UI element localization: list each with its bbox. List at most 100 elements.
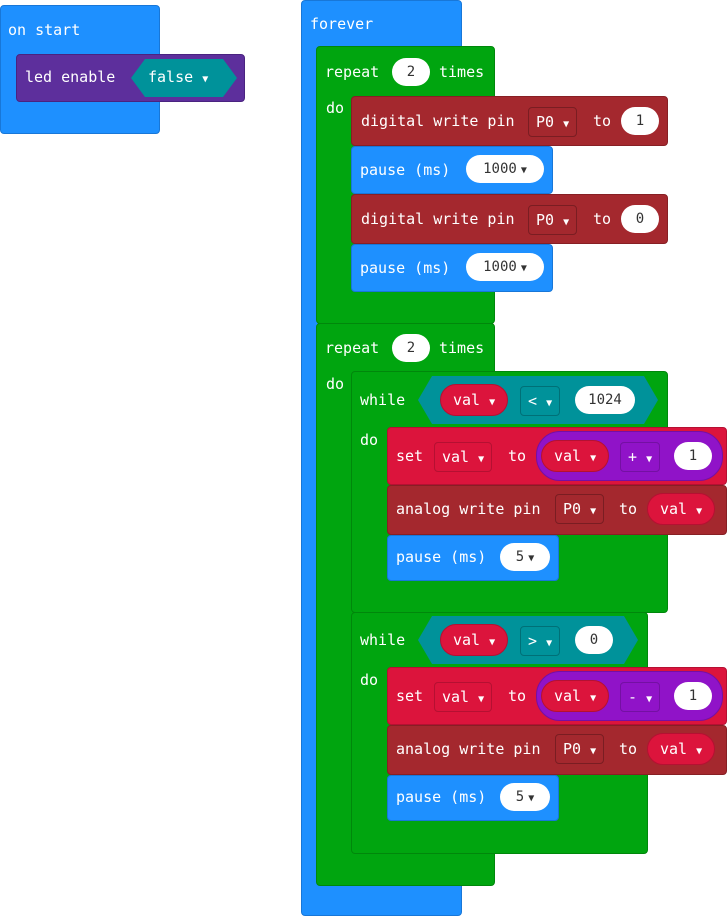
variable-value: val (660, 740, 688, 758)
caret-down-icon: ▼ (590, 453, 597, 464)
operator-value: < (528, 392, 538, 410)
math-operator-dropdown[interactable]: + ▼ (620, 442, 661, 472)
variable-dropdown[interactable]: val ▼ (434, 442, 493, 472)
math-operator-value: - (628, 688, 638, 706)
variable-value: val (453, 391, 481, 409)
variable-dropdown[interactable]: val ▼ (434, 682, 493, 712)
caret-down-icon: ▼ (489, 397, 496, 408)
pause-label: pause (ms) (360, 259, 451, 277)
digital-value: 1 (635, 113, 645, 129)
do-label: do (326, 375, 345, 393)
to-label: to (508, 447, 527, 465)
math-value: 1 (688, 688, 698, 704)
caret-down-icon: ▼ (590, 506, 597, 517)
variable-value: val (554, 687, 582, 705)
caret-down-icon: ▼ (646, 694, 653, 705)
repeat-count-value: 2 (406, 340, 416, 356)
while-label: while (360, 631, 406, 649)
caret-down-icon: ▼ (546, 398, 553, 409)
variable-value: val (442, 688, 470, 706)
to-label: to (619, 740, 638, 758)
to-label: to (619, 500, 638, 518)
pause-value: 1000 (483, 259, 517, 275)
caret-down-icon: ▼ (696, 506, 703, 517)
pin-dropdown[interactable]: P0 ▼ (555, 734, 605, 764)
led-enable-value-dropdown[interactable]: false ▼ (131, 59, 237, 97)
digital-write-label: digital write pin (361, 210, 515, 228)
led-enable-value: false (148, 68, 194, 86)
math-operator-dropdown[interactable]: - ▼ (620, 682, 661, 712)
variable-value: val (554, 447, 582, 465)
math-operator-value: + (628, 448, 638, 466)
caret-down-icon: ▼ (528, 793, 535, 804)
forever-label: forever (310, 15, 374, 33)
to-label: to (593, 210, 612, 228)
pin-value: P0 (563, 740, 582, 758)
caret-down-icon: ▼ (590, 746, 597, 757)
caret-down-icon: ▼ (478, 694, 485, 705)
caret-down-icon: ▼ (646, 454, 653, 465)
while-label: while (360, 391, 406, 409)
variable-dropdown[interactable]: val ▼ (440, 384, 509, 416)
times-label: times (439, 339, 485, 357)
repeat-label: repeat (325, 339, 380, 357)
repeat-count-input[interactable]: 2 (392, 334, 430, 362)
caret-down-icon: ▼ (590, 693, 597, 704)
caret-down-icon: ▼ (520, 165, 527, 176)
operator-dropdown[interactable]: > ▼ (520, 626, 561, 656)
pause-value: 5 (515, 549, 525, 565)
variable-dropdown[interactable]: val ▼ (541, 440, 610, 472)
repeat-count-input[interactable]: 2 (392, 58, 430, 86)
repeat-label: repeat (325, 63, 380, 81)
caret-down-icon: ▼ (696, 746, 703, 757)
pause-duration-dropdown[interactable]: 5▼ (500, 783, 550, 811)
variable-dropdown[interactable]: val ▼ (647, 493, 716, 525)
math-value-input[interactable]: 1 (674, 682, 712, 710)
digital-write-block[interactable] (351, 96, 668, 146)
to-label: to (593, 112, 612, 130)
caret-down-icon: ▼ (478, 454, 485, 465)
do-label: do (360, 431, 379, 449)
caret-down-icon: ▼ (202, 74, 209, 85)
pin-dropdown[interactable]: P0 ▼ (528, 107, 578, 137)
caret-down-icon: ▼ (563, 119, 570, 130)
pin-dropdown[interactable]: P0 ▼ (528, 205, 578, 235)
variable-dropdown[interactable]: val ▼ (541, 680, 610, 712)
variable-dropdown[interactable]: val ▼ (647, 733, 716, 765)
pause-label: pause (ms) (396, 548, 487, 566)
math-value-input[interactable]: 1 (674, 442, 712, 470)
caret-down-icon: ▼ (563, 217, 570, 228)
variable-value: val (660, 500, 688, 518)
digital-write-block[interactable] (351, 194, 668, 244)
math-value: 1 (688, 448, 698, 464)
pause-duration-dropdown[interactable]: 1000▼ (466, 253, 544, 281)
compare-value-input[interactable]: 1024 (575, 386, 635, 414)
operator-dropdown[interactable]: < ▼ (520, 386, 561, 416)
pause-duration-dropdown[interactable]: 1000▼ (466, 155, 544, 183)
digital-value: 0 (635, 211, 645, 227)
analog-write-label: analog write pin (396, 740, 541, 758)
pause-value: 1000 (483, 161, 517, 177)
pin-value: P0 (563, 500, 582, 518)
compare-value-input[interactable]: 0 (575, 626, 613, 654)
set-label: set (396, 447, 424, 465)
digital-value-input[interactable]: 0 (621, 205, 659, 233)
analog-write-label: analog write pin (396, 500, 541, 518)
compare-value: 1024 (588, 392, 622, 408)
variable-value: val (442, 448, 470, 466)
caret-down-icon: ▼ (489, 637, 496, 648)
led-enable-label: led enable (25, 68, 116, 86)
pin-value: P0 (536, 211, 555, 229)
operator-value: > (528, 632, 538, 650)
caret-down-icon: ▼ (546, 638, 553, 649)
digital-value-input[interactable]: 1 (621, 107, 659, 135)
pause-label: pause (ms) (396, 788, 487, 806)
variable-dropdown[interactable]: val ▼ (440, 624, 509, 656)
pause-value: 5 (515, 789, 525, 805)
repeat-count-value: 2 (406, 64, 416, 80)
variable-value: val (453, 631, 481, 649)
pause-duration-dropdown[interactable]: 5▼ (500, 543, 550, 571)
to-label: to (508, 687, 527, 705)
pause-label: pause (ms) (360, 161, 451, 179)
pin-dropdown[interactable]: P0 ▼ (555, 494, 605, 524)
